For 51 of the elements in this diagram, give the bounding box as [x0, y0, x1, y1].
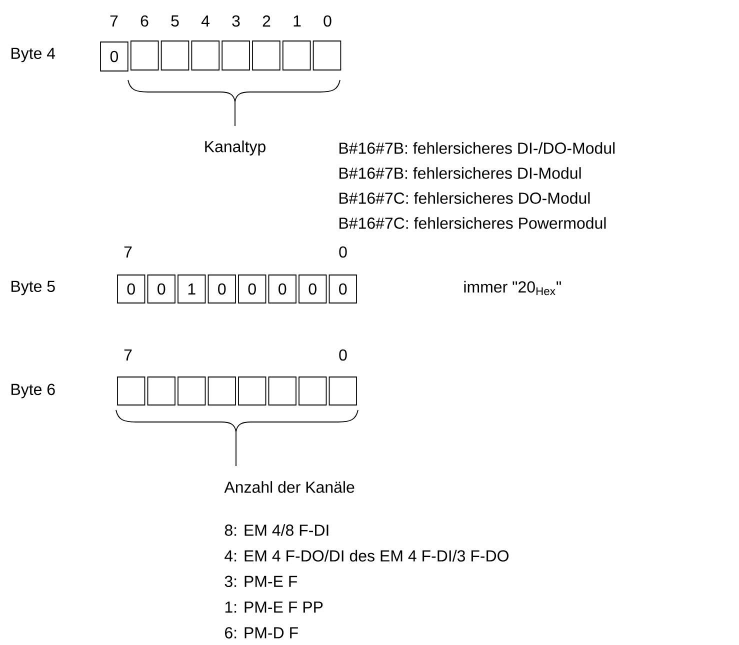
value-text: 6: PM-D F [225, 627, 298, 638]
bit-cell [117, 376, 146, 406]
byte-label: Byte 5 [12, 280, 55, 296]
bit-cell [208, 376, 236, 406]
bit-cell [222, 40, 250, 70]
bit-cell: 0 [328, 274, 357, 304]
bit-number: 4 [201, 16, 210, 26]
bit-cell: 0 [268, 274, 296, 304]
bit-cell [282, 40, 311, 70]
bit-cell: 0 [238, 274, 266, 304]
byte-label: Byte 6 [12, 384, 55, 398]
value-text: B#16#7C: fehlersicheres Powermodul [340, 217, 606, 229]
bit-cell [191, 40, 220, 70]
bit-number: 7 [110, 16, 118, 26]
field-label: Anzahl der Kanäle [224, 481, 354, 493]
value-text: 4: EM 4 F-DO/DI des EM 4 F-DI/3 F-DO [224, 550, 508, 562]
bit-number: 6 [140, 15, 148, 27]
value-text: 3: PM-E F [224, 576, 298, 588]
bit-cell [160, 40, 190, 70]
bit-cell [178, 376, 206, 406]
bit-cell [252, 40, 280, 70]
bit-cell: 0 [298, 274, 327, 304]
bit-number: 1 [294, 16, 301, 26]
bit-cell: 0 [147, 274, 176, 304]
bit-cell: 0 [208, 274, 236, 304]
note-text: immer "20$_{Hex}$" [464, 280, 561, 296]
bit-number: 0 [324, 15, 332, 27]
bit-cell [147, 376, 176, 406]
value-text: 8: EM 4/8 F-DI [224, 524, 328, 536]
bit-number: 5 [171, 15, 179, 27]
bit-cell [328, 376, 357, 406]
bit-cell [268, 376, 296, 406]
field-label: Kanaltyp [205, 140, 266, 156]
value-text: B#16#7C: fehlersicheres DO-Modul [340, 192, 590, 204]
bit-cell: 1 [178, 274, 206, 304]
bit-number: 2 [262, 15, 270, 27]
bit-number: 3 [232, 15, 240, 27]
bit-number: 7 [124, 246, 132, 258]
bit-cell [238, 376, 266, 406]
bit-number: 7 [124, 350, 132, 360]
byte-label: Byte 4 [12, 48, 56, 62]
bit-cell [130, 40, 159, 70]
value-text: B#16#7B: fehlersicheres DI-Modul [340, 167, 581, 179]
value-text: B#16#7B: fehlersicheres DI-/DO-Modul [340, 142, 615, 154]
bit-number: 0 [339, 349, 347, 361]
bit-cell [312, 40, 342, 70]
bit-cell: 0 [100, 42, 128, 72]
bit-cell: 0 [117, 274, 146, 304]
bit-number: 0 [339, 246, 347, 258]
value-text: 1: PM-E F PP [225, 602, 323, 613]
bit-cell [298, 376, 327, 406]
